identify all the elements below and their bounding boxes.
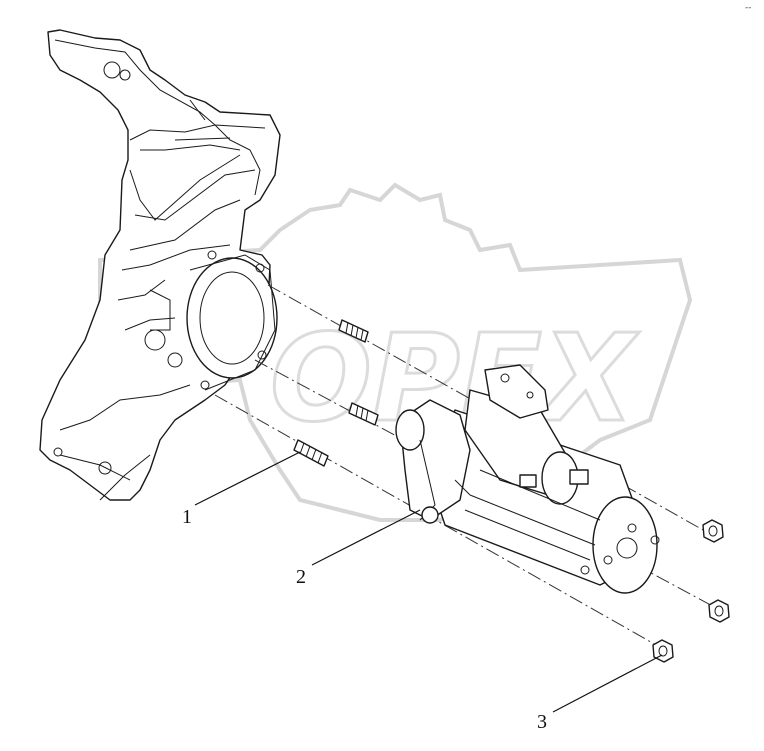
stud-lower (293, 439, 329, 467)
nut-middle (708, 599, 730, 623)
opex-watermark: OPEX (98, 182, 693, 522)
corner-mark: -- (745, 3, 752, 13)
callout-3-label: 3 (537, 711, 547, 733)
stud-upper (338, 319, 369, 343)
callout-3-leader (552, 654, 663, 713)
callout-1-leader (194, 451, 301, 506)
flywheel-housing (39, 29, 281, 501)
callout-1-label: 1 (182, 506, 192, 528)
nut-upper (702, 519, 724, 543)
starter-motor (395, 364, 660, 594)
callout-2-leader (311, 509, 421, 566)
stud-middle (348, 402, 379, 426)
callout-2-label: 2 (296, 566, 306, 588)
